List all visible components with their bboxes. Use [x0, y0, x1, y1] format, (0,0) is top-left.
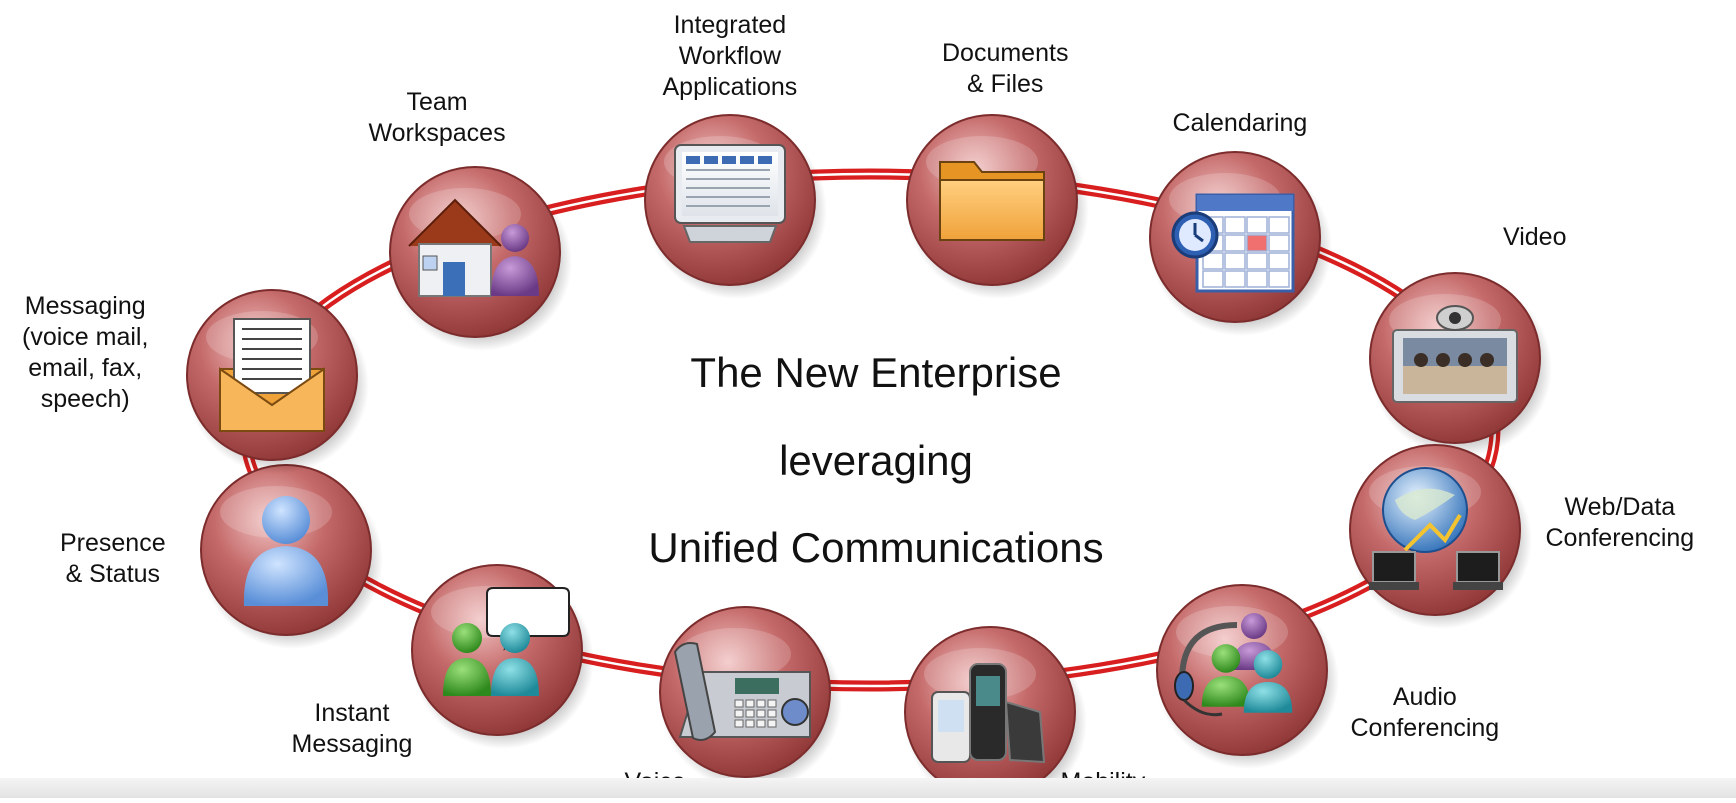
label-line: Messaging	[24, 292, 146, 320]
node-web-data-conferencing	[1349, 444, 1532, 629]
label-line: Workspaces	[368, 119, 506, 147]
label-line: & Status	[65, 560, 161, 588]
label-documents-files: Documents & Files	[942, 38, 1068, 100]
label-line: Video	[1503, 223, 1567, 251]
person-icon	[243, 496, 329, 606]
label-line: Messaging	[291, 730, 413, 758]
desk-phone-icon	[673, 642, 811, 741]
house-person-icon	[408, 198, 539, 297]
label-line: Conferencing	[1545, 524, 1695, 552]
mobile-devices-icon	[931, 663, 1046, 764]
label-line: Workflow	[678, 42, 782, 70]
globe-computers-icon	[1369, 467, 1503, 590]
node-messaging	[186, 289, 369, 474]
label-video: Video	[1503, 222, 1567, 253]
folder-icon	[939, 161, 1045, 241]
node-presence-status	[200, 464, 383, 649]
center-title: The New Enterprise	[690, 349, 1061, 396]
label-presence-status: Presence & Status	[60, 528, 166, 590]
node-documents-files	[906, 114, 1089, 299]
label-messaging: Messaging (voice mail, email, fax, speech)	[22, 291, 148, 415]
label-line: speech)	[40, 385, 130, 413]
node-highlight	[679, 628, 791, 680]
label-line: Presence	[60, 529, 166, 557]
label-line: Team	[406, 88, 468, 116]
chat-users-icon	[443, 587, 570, 696]
label-line: Instant	[314, 699, 390, 727]
label-line: Web/Data	[1564, 493, 1676, 521]
monitor-icon	[674, 144, 786, 243]
node-instant-messaging	[411, 564, 594, 749]
node-audio-conferencing	[1156, 584, 1339, 769]
center-heading: Unified Communications	[648, 524, 1103, 571]
label-line: Documents	[942, 39, 1069, 67]
node-video	[1369, 272, 1552, 457]
label-line: & Files	[967, 70, 1044, 98]
headset-group-icon	[1174, 613, 1293, 717]
node-team-workspaces	[389, 166, 572, 351]
calendar-icon	[1171, 193, 1295, 293]
node-integrated-workflow	[644, 114, 827, 299]
label-calendaring: Calendaring	[1173, 108, 1308, 139]
footer-band	[0, 778, 1736, 798]
center-subtitle: leveraging	[779, 437, 973, 484]
label-line: Audio	[1392, 683, 1457, 711]
video-conference-icon	[1392, 305, 1518, 403]
node-voice	[659, 606, 842, 791]
label-line: email, fax,	[28, 354, 143, 382]
label-line: Conferencing	[1350, 714, 1500, 742]
label-line: Integrated	[673, 11, 787, 39]
node-calendaring	[1149, 151, 1332, 336]
envelope-icon	[219, 318, 325, 432]
node-mobility	[904, 626, 1087, 803]
label-line: (voice mail,	[22, 323, 149, 351]
label-line: Applications	[662, 73, 798, 101]
label-line: Calendaring	[1172, 109, 1308, 137]
